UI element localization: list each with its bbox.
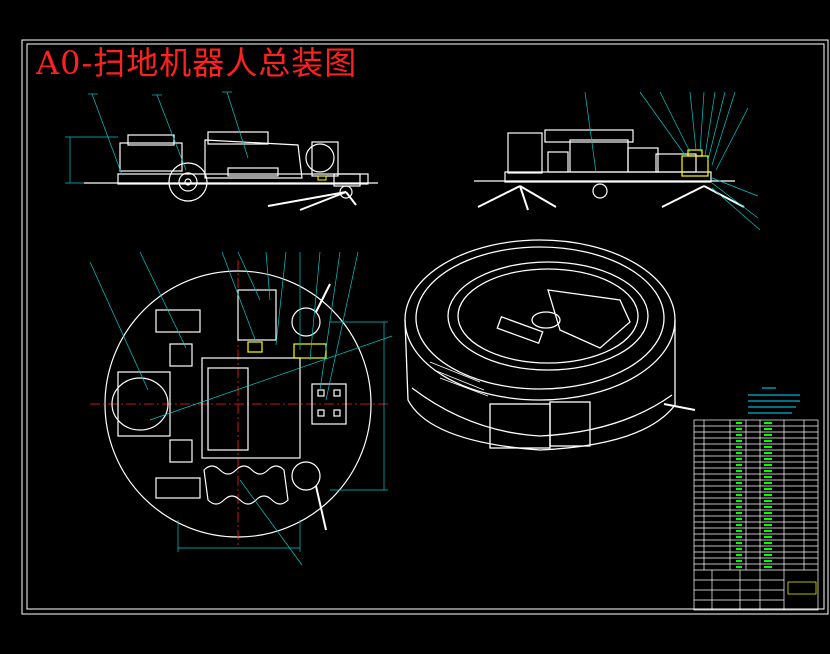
iso-slot [496,316,544,344]
left-drive-wheel [168,162,208,202]
suction-port-inner [111,377,169,431]
side-brush-left [299,191,347,211]
upper-sensor-box [237,289,277,341]
lower-brush [315,485,327,531]
upper-brush [315,283,331,313]
side-brush-hub [339,185,353,199]
lower-roller [291,461,321,491]
side-yellow-parts [681,149,709,177]
side-castor-wheel [592,183,608,199]
side-brush-b [519,185,529,211]
iso-outer-rim [404,239,676,401]
iso-center-button [531,311,561,329]
motor-cover [227,167,279,177]
side-left-block [507,132,543,174]
iso-front-panel [489,403,551,449]
isometric-view [404,239,696,451]
plan-leader-lines [89,251,359,566]
yellow-gear-right [293,343,327,359]
inner-border [26,43,825,610]
motor-housing [204,139,303,179]
iso-inner-rim [415,246,665,390]
side-inner-box [547,151,569,173]
side-leader-lines [584,91,761,231]
left-wheel-module-mid [169,343,193,367]
iso-side-brush [663,403,696,411]
battery-pack-wave [203,465,289,505]
iso-handle [547,289,631,349]
sheet-frame [21,39,829,615]
main-motor-inner [207,367,249,451]
side-brush-back [267,191,347,207]
drawing-title: A0-扫地机器人总装图 [35,44,357,82]
side-brush-e [703,185,745,208]
side-motor-box [569,139,629,173]
upper-roller [291,307,321,337]
side-bumper [655,153,697,173]
battery-box [119,142,183,172]
side-brush-a [477,185,521,208]
suction-port [117,371,171,437]
left-wheel-module-bottom [155,477,201,499]
iso-front-panel-inner [549,401,591,447]
main-motor-block [201,357,301,459]
iso-rim-ridges [429,361,489,397]
yellow-gear-left [247,341,263,353]
caster-plate [311,383,347,425]
outer-border [21,39,829,615]
side-plate [627,147,659,173]
caster-dots [317,389,341,417]
parts-list-rows [694,425,818,565]
plan-dimension-lines [149,321,393,552]
side-brush-right [345,191,357,206]
parts-list-green-entries [736,422,772,568]
side-brush-c [519,185,557,208]
iso-top-lid [447,261,649,371]
title-block-cells [694,569,818,610]
technical-notes [748,387,800,414]
left-wheel-module-top [155,309,201,333]
right-roller [305,143,335,173]
controller-block [127,134,175,146]
upper-bracket [207,131,269,145]
left-drive-wheel-axle [184,178,192,186]
top-plan-view [89,251,393,566]
left-wheel-module-low [169,439,193,463]
front-leader-lines [88,91,249,176]
plan-centerlines [90,260,388,548]
left-drive-wheel-hub [178,172,198,192]
body-base [117,173,369,185]
front-dimension-lines [65,136,118,184]
iso-side-wall [404,319,676,451]
side-upper-block [544,129,634,143]
iso-bottom-edge [411,387,673,437]
side-elevation-view [474,91,761,231]
front-yellow-marks [317,175,327,181]
side-brush-d [661,185,705,208]
title-block [693,419,819,611]
front-elevation-view [65,91,378,211]
parts-list-columns [703,420,805,570]
iso-top-lid-inner [457,268,639,364]
parts-list-outline [693,419,819,611]
